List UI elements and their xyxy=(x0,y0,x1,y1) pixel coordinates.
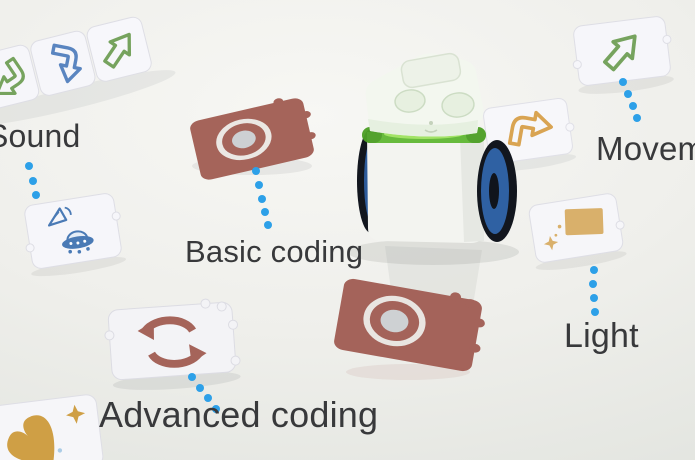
tile xyxy=(24,193,122,269)
label-sound: Sound xyxy=(0,118,81,154)
puzzle-nub xyxy=(300,111,311,119)
tile-shadow xyxy=(31,256,127,277)
tile-reflection xyxy=(346,364,470,380)
sound-tile xyxy=(24,193,127,277)
robot-body-shading xyxy=(460,136,484,242)
robot-head-shading xyxy=(368,119,478,137)
robot-eyes xyxy=(394,89,475,118)
puzzle-nub xyxy=(273,98,284,106)
puzzle-nub xyxy=(25,243,35,253)
blue-turn-arrow-icon xyxy=(50,43,82,84)
robot-head-hatch xyxy=(400,52,462,89)
puzzle-nub xyxy=(305,132,316,140)
tile-shadow xyxy=(578,75,674,94)
sparkle-icon xyxy=(543,235,559,251)
puzzle-nub xyxy=(216,301,227,312)
record-ring-icon xyxy=(363,295,426,347)
star-icon xyxy=(66,404,86,424)
lamp-icon xyxy=(554,208,604,237)
heart-icon xyxy=(7,415,55,460)
tile xyxy=(30,30,96,96)
tile xyxy=(107,301,237,381)
arrow-strip-top-left xyxy=(0,16,176,126)
tile xyxy=(334,278,482,372)
horn-icon xyxy=(47,206,72,227)
puzzle-nub xyxy=(469,343,481,353)
green-arrow-icon xyxy=(103,32,132,69)
puzzle-nub xyxy=(615,220,625,230)
leader-dots-light xyxy=(589,266,599,316)
puzzle-nub xyxy=(473,318,485,328)
puzzle-nub xyxy=(111,211,121,221)
loop-arrows-icon xyxy=(137,316,207,368)
puzzle-nub xyxy=(465,299,477,308)
robot-body xyxy=(367,132,484,243)
robot-face-details xyxy=(424,121,438,133)
loop-tile xyxy=(104,298,241,390)
puzzle-nub xyxy=(662,34,672,44)
green-turn-arrow-icon xyxy=(0,56,25,96)
leader-dots-advanced-coding xyxy=(188,373,220,413)
robot xyxy=(357,52,517,243)
puzzle-nub xyxy=(565,122,575,132)
tile-shadow xyxy=(0,70,176,126)
leader-dots-sound xyxy=(25,162,40,199)
tile xyxy=(0,44,40,110)
robot-right-wheel xyxy=(477,140,517,242)
label-movement: Movement xyxy=(596,130,695,167)
tile xyxy=(573,16,671,86)
puzzle-nub xyxy=(230,355,241,366)
leader-dots-basic-coding xyxy=(252,167,272,229)
puzzle-nub xyxy=(200,298,211,309)
record-tile-front xyxy=(334,278,485,372)
orange-turn-arrow-icon xyxy=(507,110,553,147)
light-tile xyxy=(528,193,627,270)
label-basic-coding: Basic coding xyxy=(185,234,364,269)
green-arrow-icon xyxy=(602,34,637,72)
puzzle-nub xyxy=(228,319,239,330)
puzzle-nub xyxy=(104,330,115,341)
tile-shadow xyxy=(535,251,627,270)
record-tile-back xyxy=(190,98,316,180)
puzzle-nub xyxy=(450,292,462,302)
puzzle-nub xyxy=(572,60,582,70)
dot-detail xyxy=(57,448,63,453)
record-ring-icon xyxy=(216,118,272,161)
label-light: Light xyxy=(564,317,639,355)
function-tile xyxy=(0,394,104,460)
ufo-icon xyxy=(62,230,94,254)
tile xyxy=(86,16,152,82)
leader-dots-movement xyxy=(619,78,641,122)
label-advanced-coding: Advanced coding xyxy=(99,394,379,435)
